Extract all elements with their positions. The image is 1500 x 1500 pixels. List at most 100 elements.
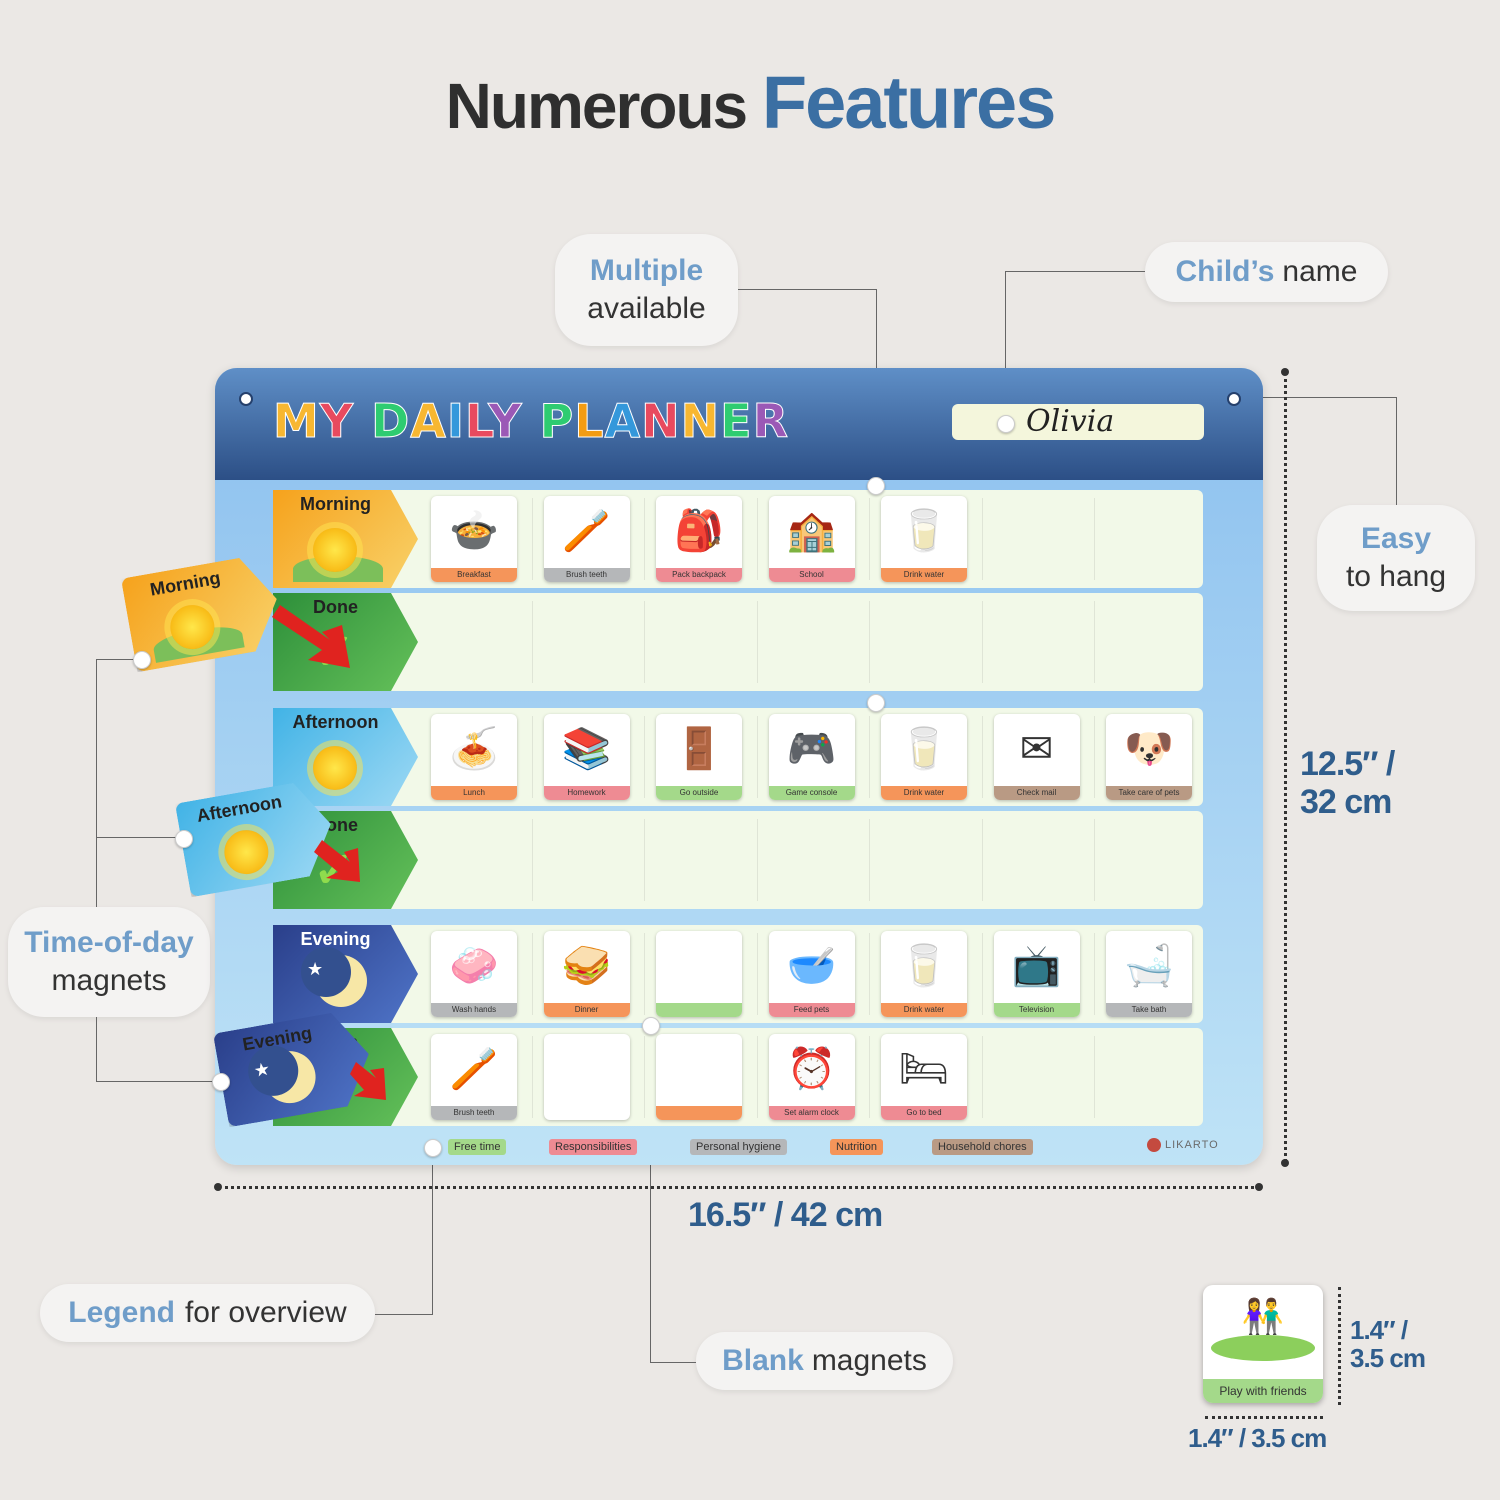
cell-divider xyxy=(756,819,758,901)
height-dimension: 12.5″ / 32 cm xyxy=(1300,745,1395,821)
child-name: Olivia xyxy=(1026,404,1115,439)
dimension-end xyxy=(1281,368,1289,376)
magnet-card-school[interactable]: 🏫School xyxy=(768,496,855,582)
row-afternoon-done: Done ✓ xyxy=(273,811,1203,909)
magnet-card-breakfast[interactable]: 🍲Breakfast xyxy=(431,496,517,582)
pin-dot xyxy=(867,694,885,712)
height-dimension-line1: 12.5″ / xyxy=(1300,745,1395,783)
magnet-card-drink-water[interactable]: 🥛Drink water xyxy=(881,496,967,582)
magnet-card-take-bath[interactable]: 🛁Take bath xyxy=(1106,931,1192,1017)
dimension-end xyxy=(214,1183,222,1191)
magnet-card-go-to-bed[interactable]: 🛏Go to bed xyxy=(881,1034,967,1120)
magnet-card-dinner[interactable]: 🥪Dinner xyxy=(543,931,630,1017)
pin-dot xyxy=(133,651,151,669)
connector-multiple-h xyxy=(738,289,876,290)
cell-divider xyxy=(981,498,983,580)
card-illustration-icon: 🍝 xyxy=(449,727,499,771)
magnet-card-feed-pets[interactable]: 🥣 Feed pets xyxy=(768,931,855,1017)
magnet-card-lunch[interactable]: 🍝 Lunch xyxy=(431,714,517,800)
card-caption: Drink water xyxy=(881,786,967,800)
connector-blank-h xyxy=(650,1362,696,1363)
callout-multiple: Multiple available xyxy=(555,234,738,346)
card-illustration-icon: 🥪 xyxy=(561,944,612,988)
card-caption xyxy=(656,1106,742,1120)
legend-item-responsibilities: Responsibilities xyxy=(549,1139,638,1155)
title-letter: A xyxy=(410,394,447,449)
row-morning-done: Done ✓ xyxy=(273,593,1203,691)
legend-item-household-chores: Household chores xyxy=(932,1139,1033,1155)
moon-icon xyxy=(301,947,367,1007)
card-width-dimension-line xyxy=(1205,1416,1323,1419)
tag-morning: Morning xyxy=(273,490,418,588)
row-evening-done: Done ✓ 🪥Brush teeth⏰Set alarm clock🛏Go t… xyxy=(273,1028,1203,1126)
card-illustration-icon: ✉ xyxy=(1019,727,1054,771)
magnet-card-drink-water[interactable]: 🥛Drink water xyxy=(881,714,967,800)
callout-easy-hang-accent: Easy xyxy=(1360,522,1432,555)
cell-divider xyxy=(1094,601,1095,683)
magnet-card-homework[interactable]: 📚Homework xyxy=(543,714,630,800)
width-dimension-line xyxy=(218,1186,1260,1189)
cell-divider xyxy=(531,716,533,798)
card-caption: Lunch xyxy=(431,786,517,800)
title-letter: Y xyxy=(488,394,523,449)
card-caption: Game console xyxy=(768,786,855,800)
card-illustration-icon xyxy=(670,1042,728,1096)
card-caption xyxy=(656,1003,742,1017)
cell-divider xyxy=(756,498,758,580)
child-name-field[interactable]: Olivia xyxy=(952,404,1204,440)
star-icon: ★ xyxy=(252,1058,272,1082)
blank-magnet-card[interactable] xyxy=(543,1034,630,1120)
headline-word-1: Numerous xyxy=(445,70,748,142)
title-letter: M xyxy=(273,394,320,449)
callout-easy-hang-text: to hang xyxy=(1345,560,1447,593)
magnet-card-pack-backpack[interactable]: 🎒Pack backpack xyxy=(656,496,742,582)
magnet-card-check-mail[interactable]: ✉Check mail xyxy=(993,714,1080,800)
connector-legend-v xyxy=(432,1147,433,1314)
magnet-card-drink-water[interactable]: 🥛Drink water xyxy=(881,931,967,1017)
magnet-card-brush-teeth[interactable]: 🪥Brush teeth xyxy=(543,496,630,582)
cell-divider xyxy=(756,933,758,1015)
card-illustration-icon: 🥣 xyxy=(786,944,837,988)
row-evening: Evening ★ 🧼Wash hands🥪Dinner🥣Feed pets🥛D… xyxy=(273,925,1203,1023)
card-illustration-icon: 🐶 xyxy=(1124,727,1174,771)
card-illustration-icon: 🛏 xyxy=(898,1047,950,1091)
callout-child-name-accent: Child’s xyxy=(1175,255,1275,288)
blank-magnet-card[interactable] xyxy=(656,931,742,1017)
cell-divider xyxy=(644,716,645,798)
brand-name: LIKARTO xyxy=(1165,1139,1219,1151)
legend-item-personal-hygiene: Personal hygiene xyxy=(690,1139,788,1155)
magnet-card-brush-teeth[interactable]: 🪥Brush teeth xyxy=(431,1034,517,1120)
dimension-end xyxy=(1255,1183,1263,1191)
row-afternoon: Afternoon 🍝 Lunch 📚Homework 🚪Go outside 🎮 Gam… xyxy=(273,708,1203,806)
magnet-card-wash-hands[interactable]: 🧼Wash hands xyxy=(431,931,517,1017)
magnet-card-television[interactable]: 📺Television xyxy=(993,931,1080,1017)
cell-divider xyxy=(644,933,645,1015)
blank-magnet-card[interactable] xyxy=(656,1034,742,1120)
card-caption: Pack backpack xyxy=(656,568,742,582)
magnet-afternoon-label: Afternoon xyxy=(195,791,284,826)
magnet-card-game-console[interactable]: 🎮 Game console xyxy=(768,714,855,800)
callout-legend: Legend for overview xyxy=(40,1284,375,1342)
callout-blank-text: magnets xyxy=(811,1344,927,1377)
hanging-hole-right xyxy=(1227,392,1241,406)
card-caption: Homework xyxy=(543,786,630,800)
tag-afternoon-label: Afternoon xyxy=(292,712,379,732)
cell-divider xyxy=(869,1036,870,1118)
cell-divider xyxy=(1094,933,1095,1015)
sample-magnet-card[interactable]: 👫 Play with friends xyxy=(1203,1285,1323,1403)
magnet-card-set-alarm-clock[interactable]: ⏰Set alarm clock xyxy=(768,1034,855,1120)
card-caption: Feed pets xyxy=(768,1003,855,1017)
magnet-card-take-care-of-pets[interactable]: 🐶Take care of pets xyxy=(1106,714,1192,800)
connector-tod-h3 xyxy=(96,1081,220,1082)
title-letter: L xyxy=(465,394,489,449)
planner-title: MY DAILY PLANNER xyxy=(273,394,789,449)
magnet-card-go-outside[interactable]: 🚪Go outside xyxy=(656,714,742,800)
title-letter xyxy=(523,394,540,448)
tag-morning-done: Done ✓ xyxy=(273,593,418,691)
card-illustration-icon: 🎮 xyxy=(786,727,837,771)
row-morning: Morning 🍲Breakfast 🪥Brush teeth 🎒Pack back… xyxy=(273,490,1203,588)
brand-logo: LIKARTO xyxy=(1147,1138,1219,1152)
connector-hang-h xyxy=(1233,397,1397,398)
pin-dot xyxy=(997,415,1015,433)
cell-divider xyxy=(1094,1036,1095,1118)
